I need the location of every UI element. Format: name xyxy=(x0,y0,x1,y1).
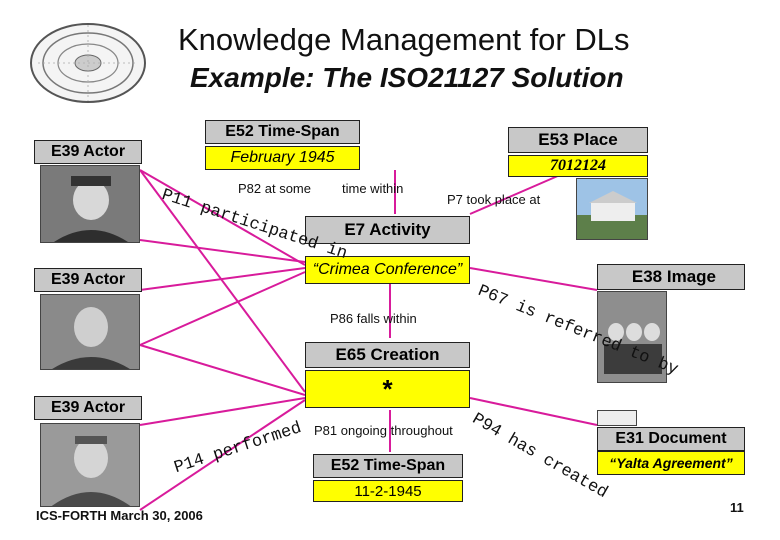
edge-label-p82: P82 at some xyxy=(238,181,311,196)
edge-label-p81: P81 ongoing throughout xyxy=(314,423,453,438)
page-subtitle: Example: The ISO21127 Solution xyxy=(190,62,624,93)
link-place-activity xyxy=(469,174,561,215)
link-creation-document xyxy=(469,397,598,426)
seal-logo-icon xyxy=(30,23,146,103)
link-actor2b-activity xyxy=(139,271,306,346)
timespan-value-box: February 1945 xyxy=(205,146,360,170)
actor-class-box-3: E39 Actor xyxy=(34,396,142,420)
place-photo-icon xyxy=(576,178,648,240)
link-actor2-activity xyxy=(139,267,306,291)
edge-label-time-within: time within xyxy=(342,181,404,196)
link-actor3b-creation xyxy=(139,399,306,511)
image-class-box: E38 Image xyxy=(597,264,745,290)
actor-class-box-2: E39 Actor xyxy=(34,268,142,292)
link-actor1-activity xyxy=(139,169,306,266)
activity-value-box: “Crimea Conference” xyxy=(305,256,470,284)
edge-label-p86: P86 falls within xyxy=(330,311,417,326)
creation-value-box: * xyxy=(305,370,470,408)
timespan-class-box: E52 Time-Span xyxy=(205,120,360,144)
image-photo-icon xyxy=(597,291,667,383)
page-title: Knowledge Management for DLs xyxy=(178,22,630,57)
link-actor2-creation xyxy=(139,344,306,396)
timespan2-value-box: 11-2-1945 xyxy=(313,480,463,502)
activity-class-box: E7 Activity xyxy=(305,216,470,244)
link-actor1b-activity xyxy=(139,239,306,263)
creation-class-box: E65 Creation xyxy=(305,342,470,368)
timespan2-class-box: E52 Time-Span xyxy=(313,454,463,478)
place-class-box: E53 Place xyxy=(508,127,648,153)
actor-photo-icon xyxy=(40,294,140,370)
actor-photo-icon xyxy=(40,423,140,507)
link-activity-image xyxy=(469,267,598,291)
actor-class-box-1: E39 Actor xyxy=(34,140,142,164)
document-photo-icon xyxy=(597,410,637,426)
document-class-box: E31 Document xyxy=(597,427,745,451)
document-value-box: “Yalta Agreement” xyxy=(597,451,745,475)
footer-institution-date: ICS-FORTH March 30, 2006 xyxy=(36,508,203,523)
link-actor1-creation xyxy=(139,169,306,393)
link-actor3-creation xyxy=(139,397,306,426)
place-value-box: 7012124 xyxy=(508,155,648,177)
actor-photo-icon xyxy=(40,165,140,243)
edge-label-p7: P7 took place at xyxy=(447,192,541,207)
page-number: 11 xyxy=(730,500,744,515)
